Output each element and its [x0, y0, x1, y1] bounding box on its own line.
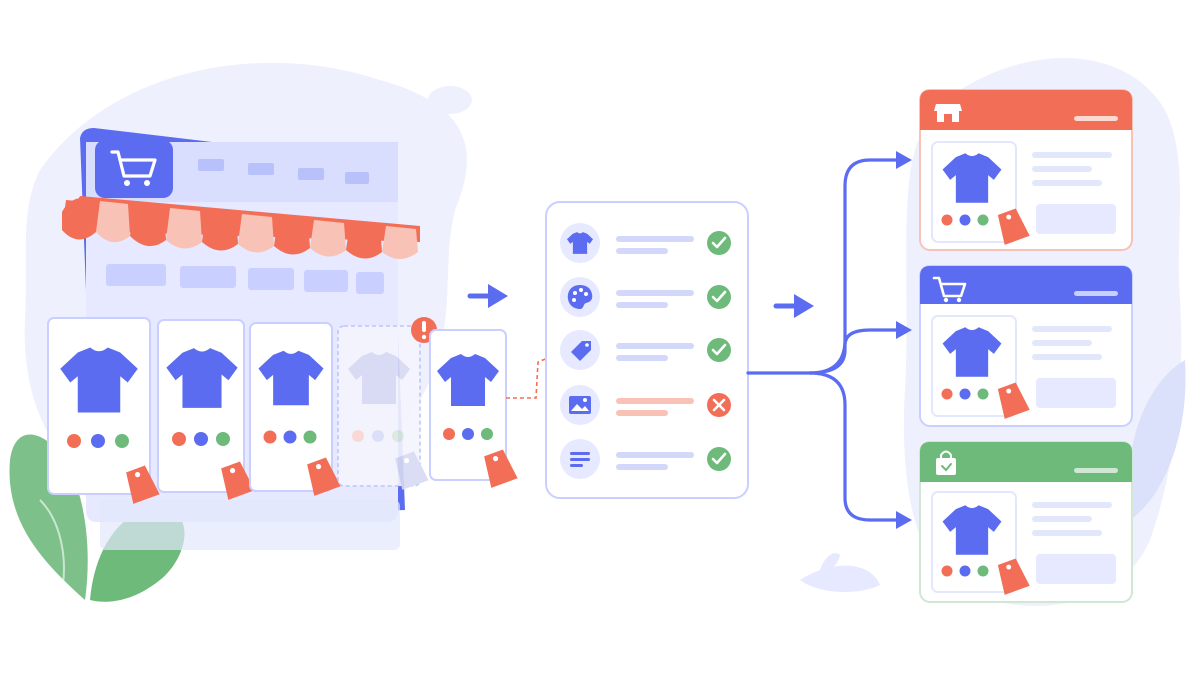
- cross-icon: [707, 393, 731, 417]
- store-icon: [932, 98, 964, 126]
- channel-card-cart: [919, 265, 1133, 427]
- checklist-row-text: [560, 439, 731, 479]
- leaf-decoration: [1128, 360, 1186, 520]
- missing-image-connector: [506, 357, 549, 399]
- arrow-right-icon: [773, 294, 814, 318]
- image-icon: [569, 396, 591, 414]
- product-card-missing-image: [337, 325, 429, 490]
- checklist-row-image: [560, 385, 731, 425]
- check-icon: [707, 447, 731, 471]
- text-lines-icon: [570, 452, 590, 467]
- product-card-3: [249, 322, 341, 496]
- check-icon: [707, 285, 731, 309]
- product-card-2: [157, 319, 255, 500]
- palette-icon: [567, 285, 593, 309]
- arrow-right-icon: [467, 284, 508, 308]
- shopping-cart-icon: [95, 140, 173, 198]
- check-icon: [707, 231, 731, 255]
- validation-checklist: [545, 201, 749, 499]
- distribution-connectors: [746, 158, 900, 522]
- checklist-row-palette: [560, 277, 731, 317]
- checklist-row-tag: [560, 330, 731, 370]
- store-awning: [62, 196, 420, 259]
- channel-card-bag: [919, 441, 1133, 603]
- check-icon: [707, 338, 731, 362]
- checklist-row-tshirt: [560, 223, 731, 263]
- tag-icon: [571, 341, 591, 361]
- shopping-cart-icon: [932, 276, 967, 303]
- product-card-5: [429, 329, 518, 488]
- product-card-1: [47, 317, 160, 504]
- channel-card-storefront: [919, 89, 1133, 251]
- shopping-bag-icon: [936, 450, 956, 475]
